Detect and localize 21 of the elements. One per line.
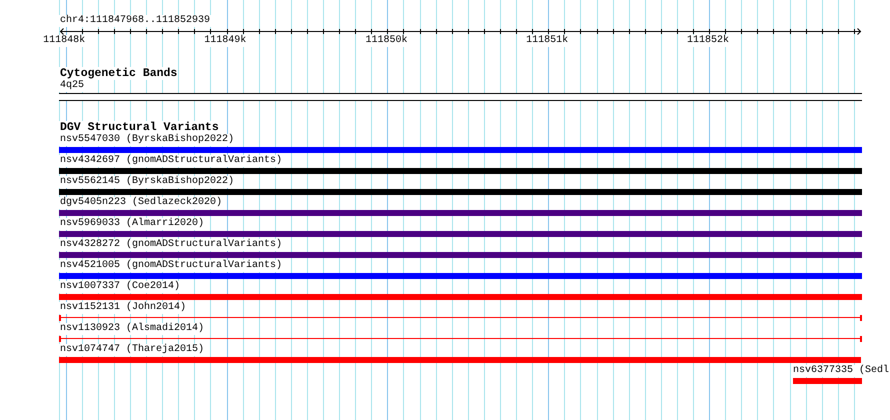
- track-title: Cytogenetic Bands: [60, 67, 178, 80]
- variant-label: nsv6377335 (Sedl: [793, 365, 890, 377]
- tick-label: 111848k: [43, 35, 86, 47]
- variant-label: nsv4521005 (gnomADStructuralVariants): [60, 260, 282, 272]
- variant-label: nsv5547030 (ByrskaBishop2022): [60, 134, 234, 146]
- variant-label: nsv5562145 (ByrskaBishop2022): [60, 176, 234, 188]
- variant-label: nsv1074747 (Thareja2015): [60, 344, 204, 356]
- tick-label: 111851k: [526, 35, 568, 47]
- variant-label: nsv1130923 (Alsmadi2014): [60, 323, 204, 335]
- variant-label: nsv4342697 (gnomADStructuralVariants): [60, 155, 282, 167]
- tick-label: 111852k: [687, 35, 729, 47]
- track-title: DGV Structural Variants: [60, 121, 219, 134]
- tick-label: 111849k: [204, 35, 246, 47]
- variant-label: dgv5405n223 (Sedlazeck2020): [60, 197, 222, 209]
- variant-label: nsv4328272 (gnomADStructuralVariants): [60, 239, 282, 251]
- locus-title: chr4:111847968..111852939: [60, 15, 210, 27]
- variant-label: nsv1007337 (Coe2014): [60, 281, 180, 293]
- variant-label: nsv5969033 (Almarri2020): [60, 218, 204, 230]
- tick-label: 111850k: [366, 35, 408, 47]
- variant-label: nsv1152131 (John2014): [60, 302, 186, 314]
- band-label: 4q25: [60, 80, 84, 92]
